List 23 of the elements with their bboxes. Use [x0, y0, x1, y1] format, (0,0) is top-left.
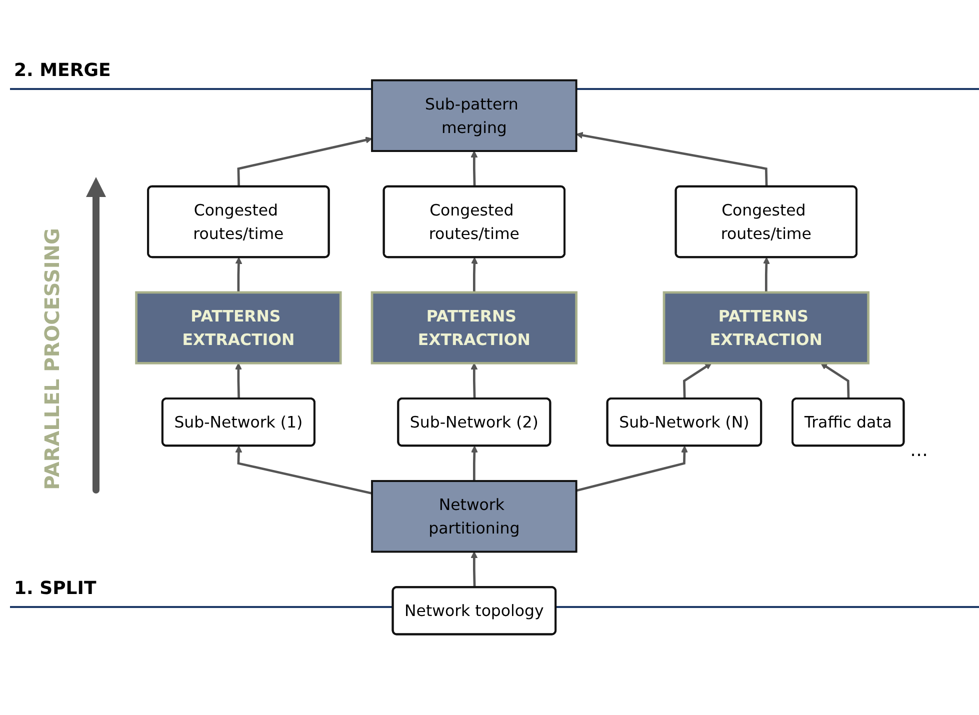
arrow: [235, 257, 242, 293]
arrow: [576, 446, 688, 492]
arrow: [470, 257, 478, 293]
arrow: [683, 363, 712, 400]
vertical-label: PARALLEL PROCESSING: [40, 228, 64, 490]
arrow: [820, 363, 850, 400]
ellipsis-text: …: [910, 440, 928, 461]
stage-heading: 2. MERGE: [14, 60, 111, 81]
node-box: PATTERNS EXTRACTION: [662, 292, 870, 365]
node-box: PATTERNS EXTRACTION: [135, 292, 342, 365]
node-box: PATTERNS EXTRACTION: [370, 292, 578, 365]
arrow: [762, 257, 770, 293]
arrow: [470, 446, 478, 482]
arrow: [470, 552, 478, 588]
arrow: [237, 136, 372, 188]
arrow: [470, 363, 478, 400]
arrow: [234, 363, 242, 400]
arrow: [235, 446, 372, 495]
node-box: Network partitioning: [371, 480, 578, 553]
arrow: [576, 132, 768, 188]
arrow: [470, 150, 478, 188]
stage-heading: 1. SPLIT: [14, 578, 96, 599]
node-box: Sub-pattern merging: [371, 80, 578, 152]
